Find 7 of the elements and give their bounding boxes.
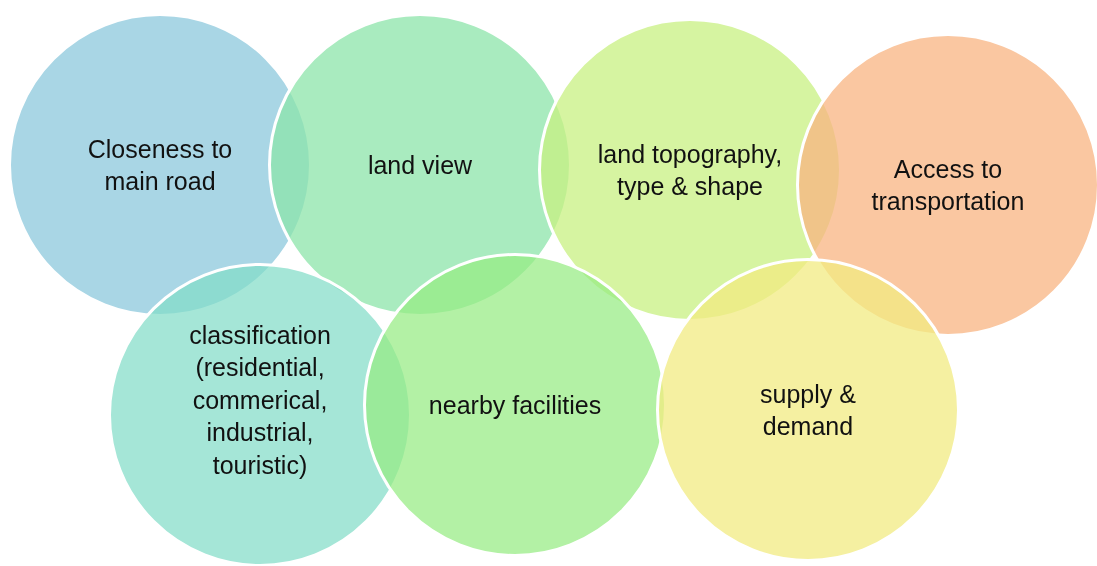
circle-label: classification (residential, commerical, industrial, touristic) xyxy=(188,319,332,481)
circle-label: Access to transportation xyxy=(870,153,1026,217)
circle-label: nearby facilities xyxy=(428,389,602,421)
circle-label: Closeness to main road xyxy=(86,133,234,197)
circle-label: land view xyxy=(367,149,473,181)
circle-label: land topography, type & shape xyxy=(596,138,784,202)
circle-label: supply & demand xyxy=(759,378,857,442)
